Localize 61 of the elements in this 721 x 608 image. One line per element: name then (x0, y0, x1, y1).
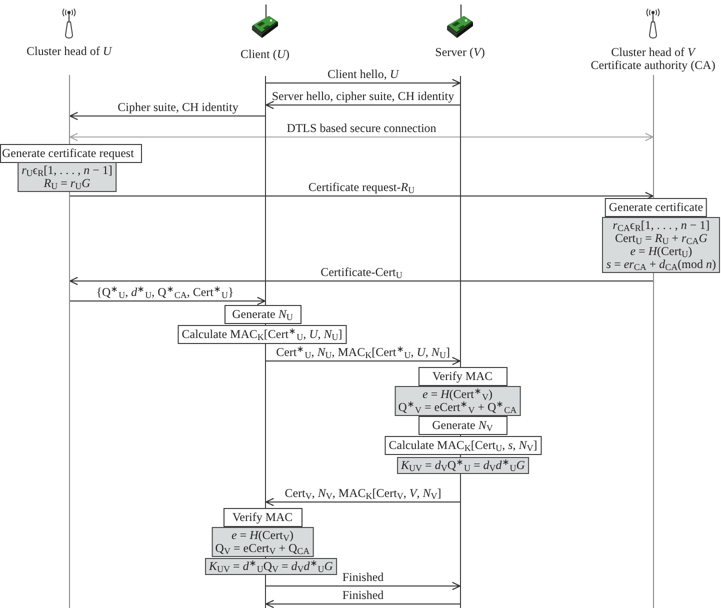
message-label: Server hello, cipher suite, CH identity (272, 89, 454, 103)
step-box (418, 367, 507, 386)
step-box (384, 436, 542, 455)
step-box (178, 325, 346, 344)
step-box (223, 508, 302, 527)
message-label: Cert$^{∗}$$_{U}$, N$_{U}$, MAC$_{K}$[Cert$^{∗}$$_{U}$, U, N$_{U}$] (276, 345, 450, 359)
message-arrow (265, 600, 460, 608)
equation: s = er$_{CA}$ + d$_{CA}$(mod n) (606, 258, 716, 271)
message-arrow (69, 112, 266, 120)
step-label: Generate N$_{U}$ (232, 308, 293, 321)
message-arrow (265, 498, 460, 506)
message-label: Finished (342, 588, 384, 602)
message-arrow (70, 192, 654, 200)
step-label: Verify MAC (232, 511, 293, 524)
participant-label: Client (U) (240, 48, 290, 61)
step-box (604, 198, 708, 217)
message-label: Client hello, U (328, 67, 398, 81)
message-label: Certificate-Cert$_{U}$ (320, 265, 402, 279)
step-label: Calculate MAC$_{K}$[Cert$_{U}$, s, N$_{V}$] (388, 439, 538, 452)
message-arrow (265, 100, 460, 110)
message-arrow (266, 582, 461, 590)
message-arrow (69, 276, 654, 286)
message-arrow (266, 78, 461, 88)
equation: e = H(Cert$^{∗}$$_{V}$) (422, 388, 492, 401)
step-box (224, 305, 301, 324)
message-arrow (266, 356, 461, 366)
computation-box (211, 527, 314, 557)
step-label: Calculate MAC$_{K}$[Cert$^{∗}$$_{U}$, U, N$_{U}$] (182, 328, 342, 341)
message-label: Certificate request-R$_{U}$ (308, 180, 415, 194)
message-label: {Q$^{∗}$$_{U}$, d$^{∗}$$_{U}$, Q$^{∗}$$_{CA}$, Cert$^{∗}$$_{U}$} (96, 285, 234, 299)
equation: K$_{UV}$ = d$_{V}$Q$^{∗}$$_{U}$ = d$_{V}$d$^{∗}$$_{U}$G (401, 459, 525, 472)
equation: R$_{U}$ = r$_{U}$G (44, 177, 90, 190)
computation-box (205, 558, 337, 575)
lifeline (69, 75, 70, 608)
message-label: Cert$_{V}$, N$_{V}$, MAC$_{K}$[Cert$_{V}$, V, N$_{V}$] (284, 486, 442, 500)
equation: Q$_{V}$ = eCert$_{V}$ + Q$_{CA}$ (215, 542, 310, 555)
step-label: Generate N$_{V}$ (432, 419, 493, 432)
computation-box (602, 217, 720, 273)
equation: e = H(Cert$_{U}$) (630, 245, 692, 258)
equation: Cert$_{U}$ = R$_{U}$ + r$_{CA}$G (614, 232, 708, 245)
participant-label: Certificate authority (CA) (590, 59, 716, 72)
message-label: Finished (342, 570, 384, 584)
equation: r$_{U}$ϵ$_{R}$[1, . . . , n − 1] (22, 164, 112, 177)
computation-box (394, 386, 521, 416)
computation-box (397, 457, 529, 474)
message-label: DTLS based secure connection (286, 121, 436, 135)
step-box (0, 144, 142, 163)
participant-label: Cluster head of U (26, 45, 112, 58)
step-label: Generate certificate (608, 201, 704, 214)
message-arrow (70, 296, 266, 306)
equation: e = H(Cert$_{V}$) (232, 529, 294, 542)
participant-label: Cluster head of V (611, 46, 695, 59)
computation-box (18, 162, 116, 192)
step-label: Generate certificate request (2, 147, 134, 160)
equation: K$_{UV}$ = d$^{∗}$$_{U}$Q$_{V}$ = d$_{V}$d$^{∗}$$_{U}$G (209, 560, 333, 573)
step-label: Verify MAC (432, 370, 493, 383)
step-box (418, 416, 507, 435)
participant-label: Server (V) (435, 46, 485, 59)
message-label: Cipher suite, CH identity (118, 100, 238, 114)
message-arrow (69, 132, 654, 142)
equation: r$_{CA}$ϵ$_{R}$[1, . . . , n − 1] (612, 219, 710, 232)
